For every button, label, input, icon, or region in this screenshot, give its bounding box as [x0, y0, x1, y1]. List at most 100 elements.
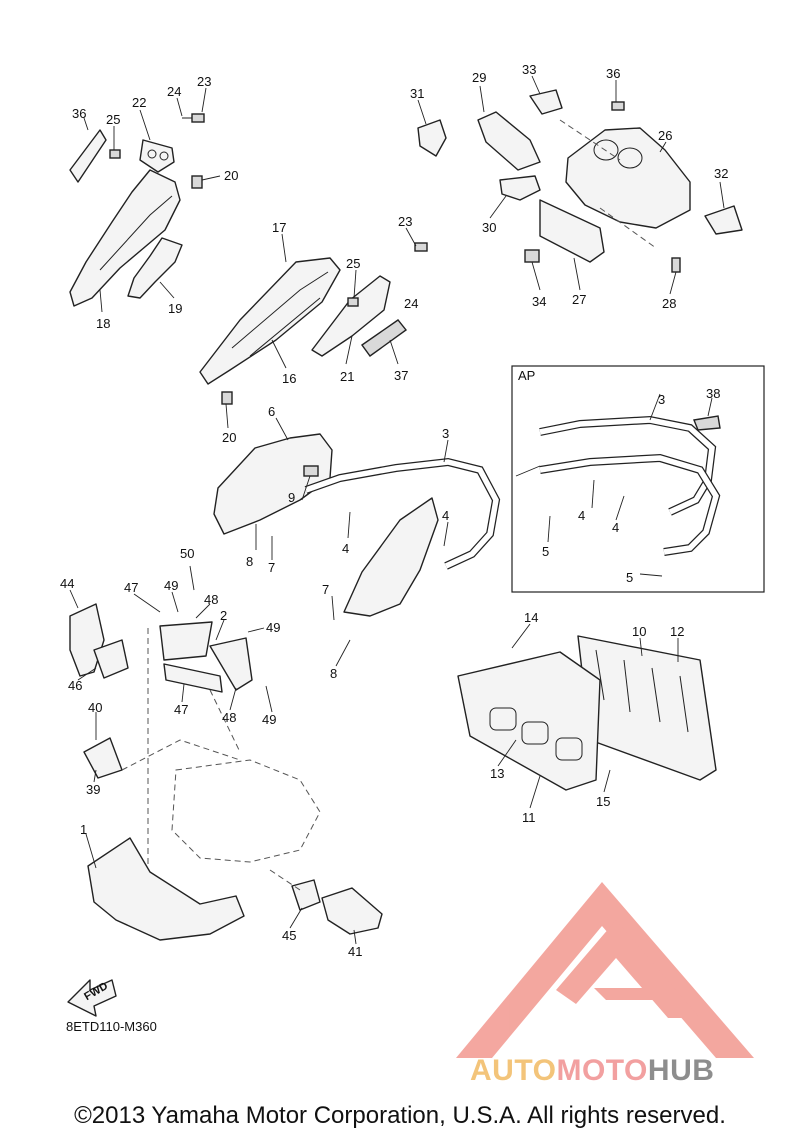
- callout-30: 30: [482, 220, 496, 235]
- leader-lines: [69, 75, 725, 945]
- callout-36-b: 37: [394, 368, 408, 383]
- part-6-side-panel-right: [343, 497, 439, 617]
- callout-15: 15: [596, 794, 610, 809]
- callout-33: 33: [522, 62, 536, 77]
- callout-49-a: 49: [266, 620, 280, 635]
- part-21-panel: [311, 275, 391, 357]
- part-30-pad: [499, 175, 541, 201]
- automotohub-logo: [456, 882, 754, 1058]
- callout-7-a: 7: [268, 560, 275, 575]
- part-44-bracket: [163, 663, 223, 693]
- callout-31: 31: [410, 86, 424, 101]
- callout-21: 21: [340, 369, 354, 384]
- callout-32: 32: [714, 166, 728, 181]
- copyright-notice: ©2013 Yamaha Motor Corporation, U.S.A. A…: [74, 1102, 726, 1129]
- part-20-bolt-center: [221, 391, 233, 405]
- part-23-bolt-upper-left: [182, 113, 205, 123]
- callout-20-b: 20: [222, 430, 236, 445]
- part-47-mount: [159, 621, 213, 661]
- wordmark-moto: MOTO: [556, 1054, 648, 1087]
- callout-24-b: 24: [404, 296, 418, 311]
- inset-ap-frame: [511, 365, 765, 593]
- inset-handlebar-assembly: [539, 415, 721, 556]
- wordmark-auto: AUTO: [470, 1054, 557, 1087]
- callout-10: 10: [632, 624, 646, 639]
- callout-19: 19: [168, 301, 182, 316]
- callout-5-a: 5: [542, 544, 549, 559]
- callout-12: 12: [670, 624, 684, 639]
- callout-7-b: 7: [322, 582, 329, 597]
- callout-3-inset: 3: [658, 392, 665, 407]
- callout-46: 48: [222, 710, 236, 725]
- wordmark-hub: HUB: [647, 1054, 715, 1087]
- callout-28: 28: [662, 296, 676, 311]
- part-38-bracket: [83, 737, 123, 779]
- callout-4-main-b: 4: [442, 508, 449, 523]
- part-23-bolt-center: [414, 242, 428, 252]
- callout-23-b: 23: [398, 214, 412, 229]
- callout-1: 1: [80, 822, 87, 837]
- callout-17: 17: [272, 220, 286, 235]
- part-36-label-center: [361, 319, 408, 357]
- part-25-clip: [109, 149, 121, 159]
- part-19-bracket: [127, 237, 183, 299]
- callout-41: 44: [60, 576, 74, 591]
- part-25-clip-center: [347, 297, 359, 307]
- part-26-console: [565, 127, 691, 229]
- callout-40: 41: [348, 944, 362, 959]
- callout-4-inset-a: 4: [578, 508, 585, 523]
- callout-18: 18: [96, 316, 110, 331]
- callout-43: 46: [68, 678, 82, 693]
- part-41-cover: [69, 603, 105, 677]
- callout-6: 6: [268, 404, 275, 419]
- callout-49-b: 49: [262, 712, 276, 727]
- part-1-bumper: [87, 837, 245, 941]
- callout-29: 29: [472, 70, 486, 85]
- callout-11: 11: [522, 810, 536, 825]
- frame-outline: [171, 759, 321, 863]
- callout-37: 38: [706, 386, 720, 401]
- callout-25-a: 25: [106, 112, 120, 127]
- callout-16: 16: [282, 371, 296, 386]
- callout-23-a: 23: [197, 74, 211, 89]
- callout-4-main: 4: [342, 541, 349, 556]
- part-20-bolt-upper: [191, 175, 203, 189]
- callout-ap: AP: [518, 368, 535, 383]
- callout-48: 49: [164, 578, 178, 593]
- callout-8-b: 8: [330, 666, 337, 681]
- part-28-clip: [671, 257, 681, 273]
- automotohub-wordmark: AUTOMOTOHUB: [470, 1054, 800, 1088]
- callout-38: 39: [86, 782, 100, 797]
- callout-2: 2: [220, 608, 227, 623]
- callout-14: 14: [524, 610, 538, 625]
- part-43-cap: [93, 639, 129, 679]
- callout-27: 27: [572, 292, 586, 307]
- callout-22: 22: [132, 95, 146, 110]
- callout-47: 48: [204, 592, 218, 607]
- part-33-bracket: [529, 89, 563, 115]
- callout-8-a: 8: [246, 554, 253, 569]
- part-17-side-panel: [199, 257, 341, 385]
- callout-24-a: 24: [167, 84, 181, 99]
- part-40-box: [321, 887, 383, 935]
- part-27-bracket: [539, 199, 605, 263]
- callout-35: 36: [606, 66, 620, 81]
- callout-50: 50: [180, 546, 194, 561]
- callout-34: 34: [532, 294, 546, 309]
- part-46-bracket: [209, 637, 253, 691]
- part-35-bolt: [611, 101, 625, 111]
- callout-4-inset-b: 4: [612, 520, 619, 535]
- callout-39: 40: [88, 700, 102, 715]
- callout-26: 26: [658, 128, 672, 143]
- part-42-clip: [291, 879, 321, 911]
- part-13-heat-exchanger: [457, 651, 601, 791]
- part-18-cowling: [69, 169, 181, 307]
- reference-lines: [121, 119, 657, 891]
- callout-20-a: 20: [224, 168, 238, 183]
- fwd-arrow-icon: [67, 979, 117, 1017]
- part-36-label: [69, 129, 107, 183]
- callout-42: 45: [282, 928, 296, 943]
- drawing-code: 8ETD110-M360: [66, 1019, 157, 1034]
